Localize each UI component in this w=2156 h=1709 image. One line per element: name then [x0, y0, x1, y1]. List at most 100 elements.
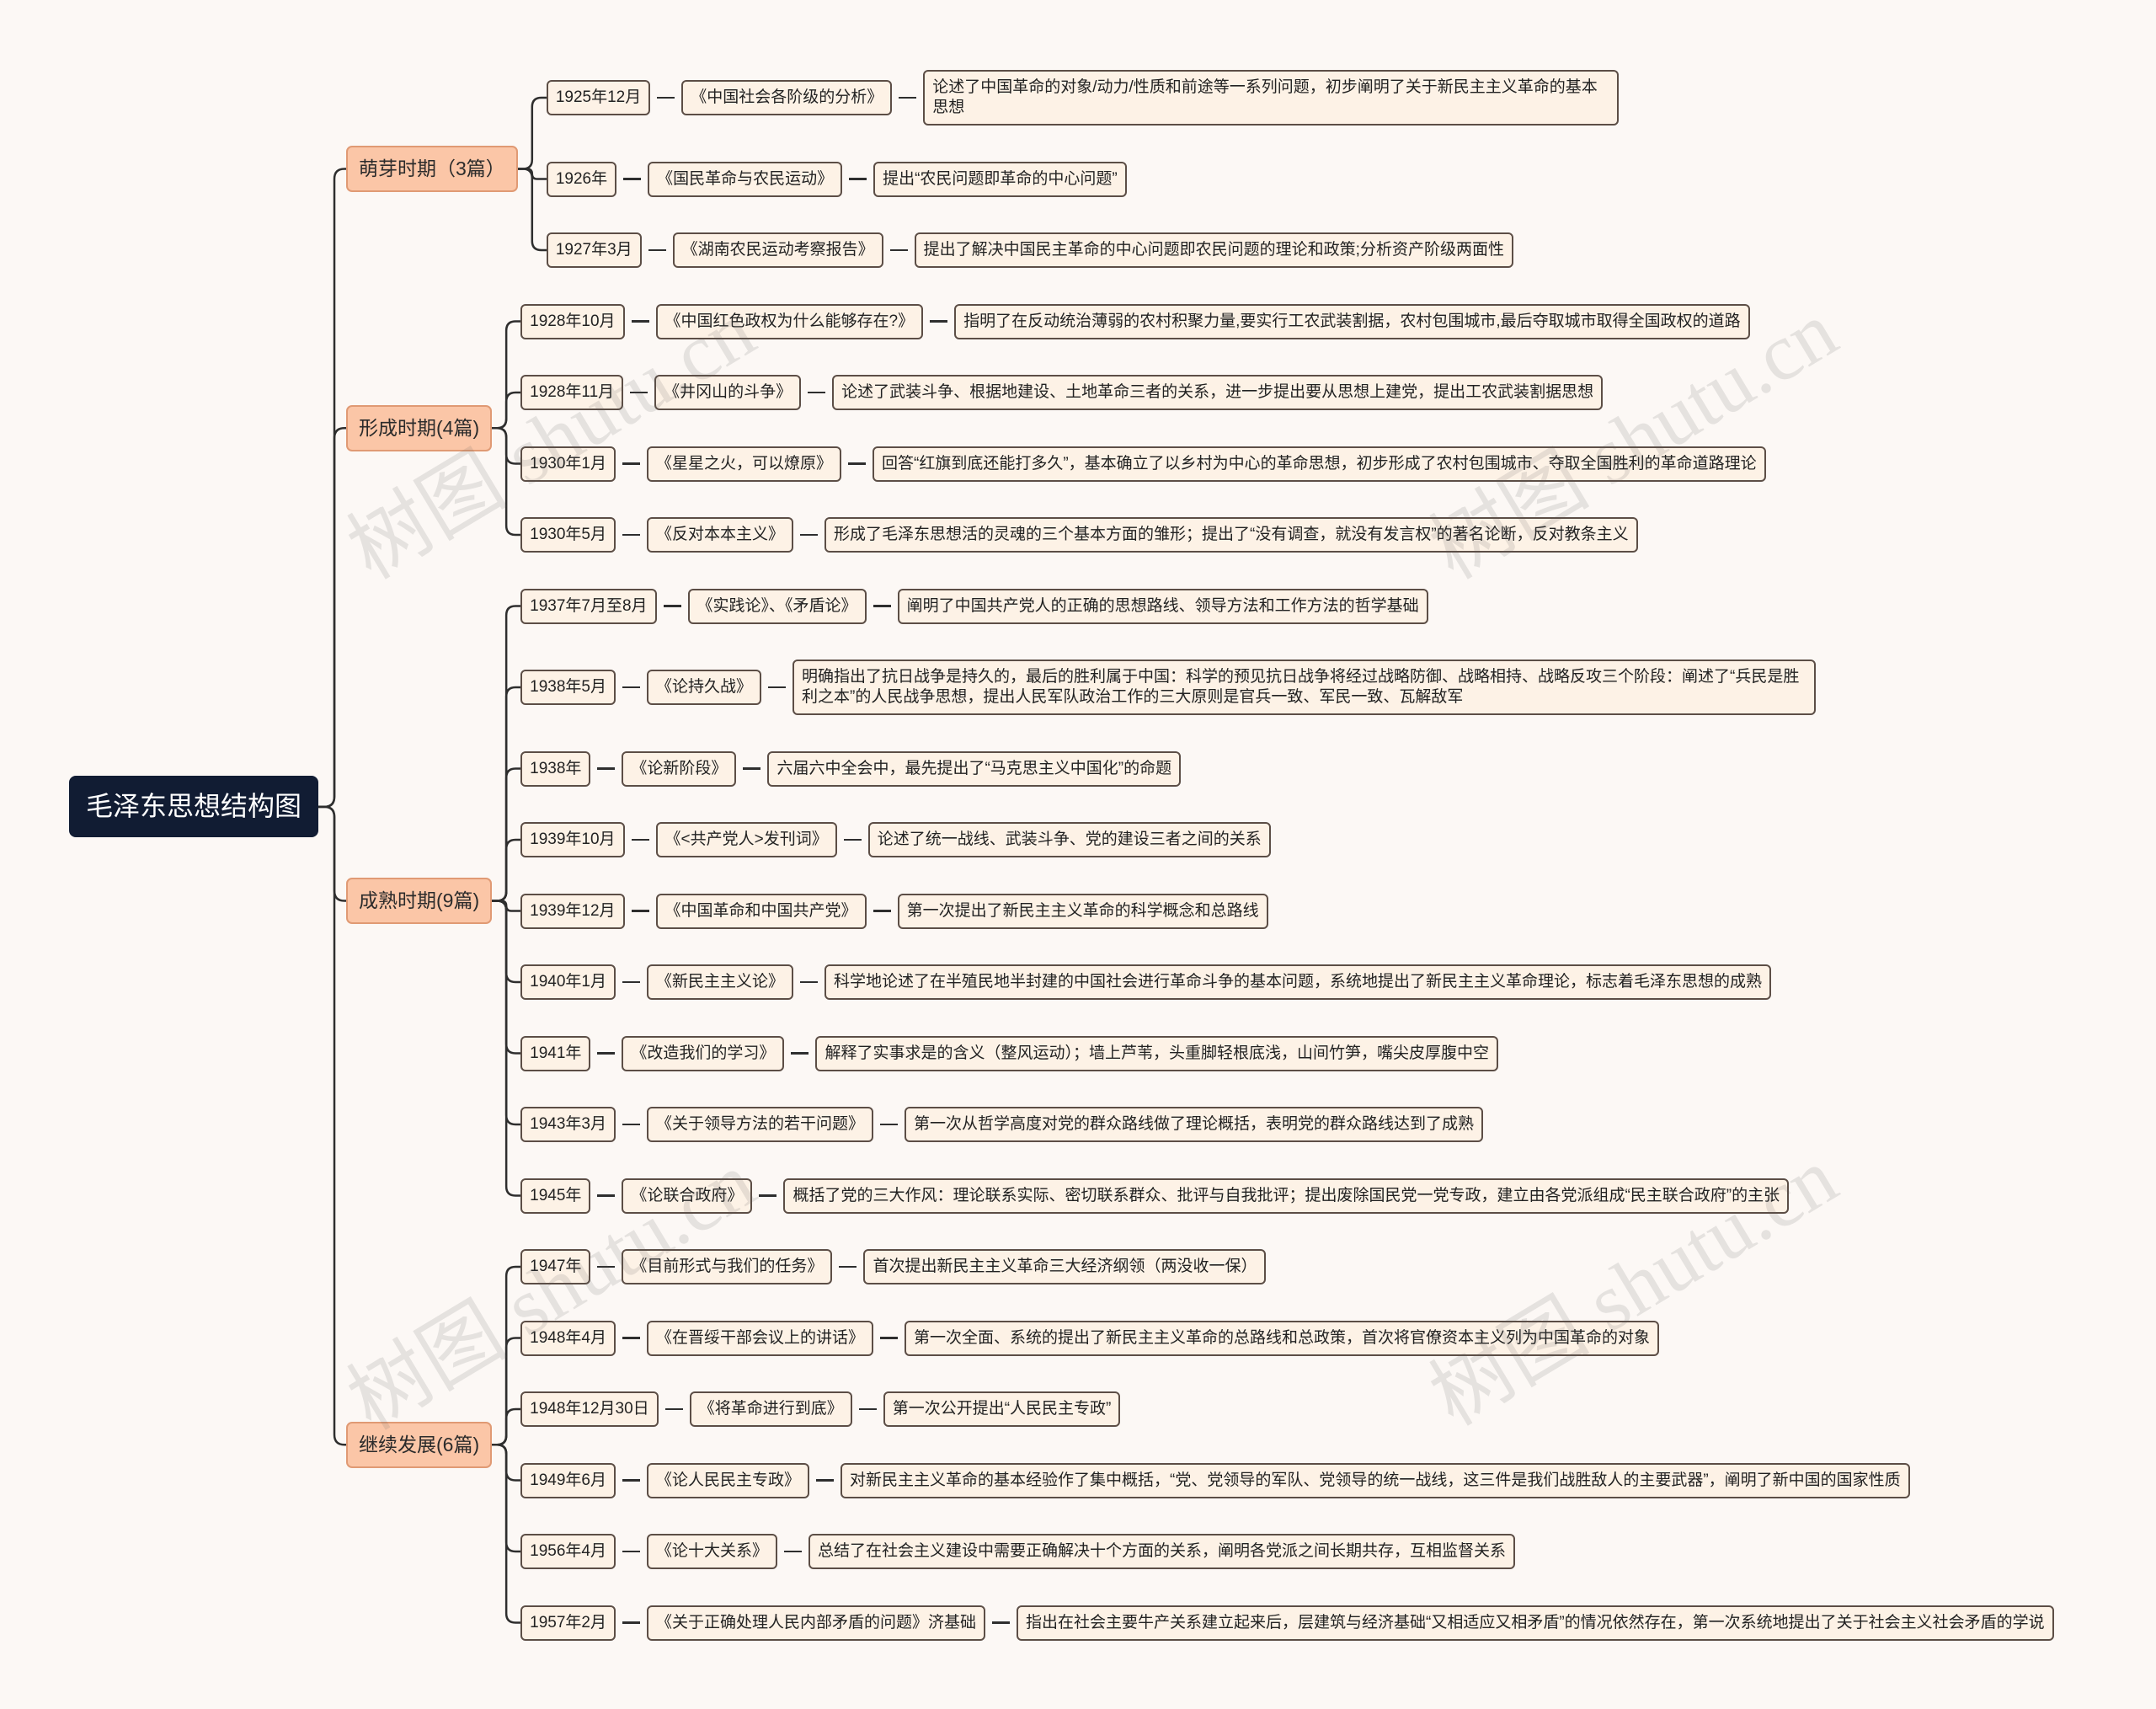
link-line — [590, 1052, 622, 1055]
work-title-node[interactable]: 《关于领导方法的若干问题》 — [646, 1107, 873, 1142]
link-line — [801, 391, 832, 394]
branch-node[interactable]: 萌芽时期（3篇） — [346, 146, 518, 192]
link-line — [842, 178, 873, 180]
summary-node[interactable]: 论述了统一战线、武装斗争、党的建设三者之间的关系 — [867, 822, 1271, 857]
date-node[interactable]: 1948年12月30日 — [520, 1391, 659, 1427]
work-title-node[interactable]: 《实践论》、《矛盾论》 — [687, 588, 867, 624]
work-title-node[interactable]: 《目前形式与我们的任务》 — [622, 1249, 833, 1284]
link-line — [616, 178, 648, 180]
summary-node[interactable]: 第一次提出了新民主主义革命的科学概念和总路线 — [897, 893, 1268, 929]
date-node[interactable]: 1930年1月 — [520, 446, 616, 482]
link-line — [616, 462, 647, 465]
summary-node[interactable]: 第一次全面、系统的提出了新民主主义革命的总路线和总政策，首次将官僚资本主义列为中… — [905, 1320, 1660, 1356]
branch-items: 1947年 《目前形式与我们的任务》 首次提出新民主主义革命三大经济纲领（两没收… — [520, 1249, 2054, 1641]
link-line — [873, 1337, 905, 1339]
link-line — [650, 96, 681, 99]
summary-node[interactable]: 六届六中全会中，最先提出了“马克思主义中国化”的命题 — [767, 750, 1182, 787]
summary-node[interactable]: 提出了解决中国民主革命的中心问题即农民问题的理论和政策;分析资产阶级两面性 — [914, 232, 1513, 268]
summary-node[interactable]: 解释了实事求是的含义（整风运动）；墙上芦苇，头重脚轻根底浅，山间竹笋，嘴尖皮厚腹… — [815, 1035, 1498, 1071]
link-line — [616, 533, 647, 537]
date-node[interactable]: 1930年5月 — [520, 517, 616, 553]
date-node[interactable]: 1940年1月 — [520, 964, 616, 1000]
work-title-node[interactable]: 《论持久战》 — [646, 670, 761, 705]
item-row: 1927年3月 《湖南农民运动考察报告》 提出了解决中国民主革命的中心问题即农民… — [546, 232, 1513, 268]
summary-node[interactable]: 明确指出了抗日战争是持久的，最后的胜利属于中国：科学的预见抗日战争将经过战略防御… — [792, 660, 1817, 715]
date-node[interactable]: 1937年7月至8月 — [520, 588, 657, 624]
summary-node[interactable]: 论述了武装斗争、根据地建设、土地革命三者的关系，进一步提出要从思想上建党，提出工… — [832, 375, 1604, 410]
item-row: 1939年12月 《中国革命和中国共产党》 第一次提出了新民主主义革命的科学概念… — [520, 893, 1268, 929]
item-row: 1930年1月 《星星之火，可以燎原》 回答“红旗到底还能打多久”，基本确立了以… — [520, 446, 1766, 482]
link-line — [590, 767, 622, 770]
date-node[interactable]: 1926年 — [546, 161, 617, 197]
summary-node[interactable]: 总结了在社会主义建设中需要正确解决十个方面的关系，阐明各党派之间长期共存，互相监… — [808, 1534, 1516, 1569]
date-node[interactable]: 1928年10月 — [520, 303, 625, 339]
summary-node[interactable]: 科学地论述了在半殖民地半封建的中国社会进行革命斗争的基本问题，系统地提出了新民主… — [825, 964, 1772, 1000]
summary-node[interactable]: 概括了党的三大作风：理论联系实际、密切联系群众、批评与自我批评；提出废除国民党一… — [783, 1178, 1790, 1214]
link-line — [616, 1479, 647, 1482]
date-node[interactable]: 1947年 — [520, 1249, 591, 1284]
date-node[interactable]: 1939年10月 — [520, 822, 625, 857]
date-node[interactable]: 1956年4月 — [520, 1534, 616, 1569]
work-title-node[interactable]: 《反对本本主义》 — [646, 517, 793, 553]
link-line — [867, 910, 898, 912]
work-title-node[interactable]: 《<共产党人>发刊词》 — [655, 822, 837, 857]
branch-node[interactable]: 形成时期(4篇) — [346, 404, 493, 451]
date-node[interactable]: 1949年6月 — [520, 1462, 616, 1498]
link-line — [832, 1265, 863, 1268]
date-node[interactable]: 1941年 — [520, 1035, 591, 1071]
work-title-node[interactable]: 《论十大关系》 — [646, 1534, 777, 1569]
link-line — [841, 462, 873, 465]
work-title-node[interactable]: 《新民主主义论》 — [646, 964, 793, 1000]
root-node[interactable]: 毛泽东思想结构图 — [69, 776, 319, 838]
item-row: 1925年12月 《中国社会各阶级的分析》 论述了中国革命的对象/动力/性质和前… — [546, 70, 1619, 126]
work-title-node[interactable]: 《中国红色政权为什么能够存在?》 — [655, 303, 924, 339]
link-line — [784, 1052, 815, 1055]
summary-node[interactable]: 对新民主主义革命的基本经验作了集中概括，“党、党领导的军队、党领导的统一战线，这… — [841, 1462, 1910, 1498]
work-title-node[interactable]: 《井冈山的斗争》 — [654, 375, 802, 410]
date-node[interactable]: 1925年12月 — [546, 80, 651, 115]
work-title-node[interactable]: 《论联合政府》 — [622, 1178, 753, 1214]
date-node[interactable]: 1928年11月 — [520, 375, 624, 410]
work-title-node[interactable]: 《国民革命与农民运动》 — [648, 161, 843, 197]
work-title-node[interactable]: 《中国社会各阶级的分析》 — [681, 80, 893, 115]
branch-node[interactable]: 成熟时期(9篇) — [346, 878, 493, 924]
summary-node[interactable]: 形成了毛泽东思想活的灵魂的三个基本方面的雏形；提出了“没有调查，就没有发言权”的… — [825, 517, 1638, 553]
date-node[interactable]: 1927年3月 — [546, 232, 642, 268]
link-line — [616, 980, 647, 984]
work-title-node[interactable]: 《在晋绥干部会议上的讲话》 — [646, 1320, 873, 1356]
link-line — [793, 533, 825, 537]
item-row: 1947年 《目前形式与我们的任务》 首次提出新民主主义革命三大经济纲领（两没收… — [520, 1249, 1267, 1284]
work-title-node[interactable]: 《改造我们的学习》 — [622, 1035, 785, 1071]
date-node[interactable]: 1948年4月 — [520, 1320, 616, 1356]
work-title-node[interactable]: 《论人民民主专政》 — [646, 1462, 809, 1498]
summary-node[interactable]: 论述了中国革命的对象/动力/性质和前途等一系列问题，初步阐明了关于新民主主义革命… — [923, 70, 1619, 126]
work-title-node[interactable]: 《星星之火，可以燎原》 — [646, 446, 841, 482]
date-node[interactable]: 1943年3月 — [520, 1107, 616, 1142]
summary-node[interactable]: 第一次从哲学高度对党的群众路线做了理论概括，表明党的群众路线达到了成熟 — [905, 1107, 1484, 1142]
item-row: 1937年7月至8月 《实践论》、《矛盾论》 阐明了中国共产党人的正确的思想路线… — [520, 588, 1428, 624]
link-line — [657, 605, 688, 607]
branch-items: 1937年7月至8月 《实践论》、《矛盾论》 阐明了中国共产党人的正确的思想路线… — [520, 588, 1817, 1214]
date-node[interactable]: 1945年 — [520, 1178, 591, 1214]
summary-node[interactable]: 首次提出新民主主义革命三大经济纲领（两没收一保） — [863, 1249, 1267, 1284]
mind-map: 毛泽东思想结构图 萌芽时期（3篇） 1925年12月 《中国社会各阶级的分析》 … — [69, 70, 2054, 1641]
work-title-node[interactable]: 《中国革命和中国共产党》 — [655, 893, 867, 929]
date-node[interactable]: 1938年 — [520, 750, 591, 787]
date-node[interactable]: 1957年2月 — [520, 1605, 616, 1641]
branch-node[interactable]: 继续发展(6篇) — [346, 1421, 493, 1468]
summary-node[interactable]: 提出“农民问题即革命的中心问题” — [873, 161, 1127, 197]
work-title-node[interactable]: 《湖南农民运动考察报告》 — [672, 232, 883, 268]
summary-node[interactable]: 回答“红旗到底还能打多久”，基本确立了以乡村为中心的革命思想，初步形成了农村包围… — [873, 446, 1766, 482]
summary-node[interactable]: 阐明了中国共产党人的正确的思想路线、领导方法和工作方法的哲学基础 — [897, 588, 1428, 624]
work-title-node[interactable]: 《将革命进行到底》 — [689, 1391, 852, 1427]
date-node[interactable]: 1939年12月 — [520, 893, 625, 929]
summary-node[interactable]: 第一次公开提出“人民民主专政” — [883, 1391, 1121, 1427]
branch-group: 继续发展(6篇) 1947年 《目前形式与我们的任务》 首次提出新民主主义革命三… — [346, 1249, 2054, 1641]
work-title-node[interactable]: 《论新阶段》 — [622, 750, 737, 787]
work-title-node[interactable]: 《关于正确处理人民内部矛盾的问题》济基础 — [646, 1605, 985, 1641]
item-row: 1939年10月 《<共产党人>发刊词》 论述了统一战线、武装斗争、党的建设三者… — [520, 822, 1271, 857]
summary-node[interactable]: 指明了在反动统治薄弱的农村积聚力量,要实行工农武装割据，农村包围城市,最后夺取城… — [954, 303, 1750, 339]
date-node[interactable]: 1938年5月 — [520, 670, 616, 705]
branch-group: 形成时期(4篇) 1928年10月 《中国红色政权为什么能够存在?》 指明了在反… — [346, 303, 2054, 553]
summary-node[interactable]: 指出在社会主要牛产关系建立起来后，层建筑与经济基础“又相适应又相矛盾”的情况依然… — [1017, 1605, 2054, 1641]
